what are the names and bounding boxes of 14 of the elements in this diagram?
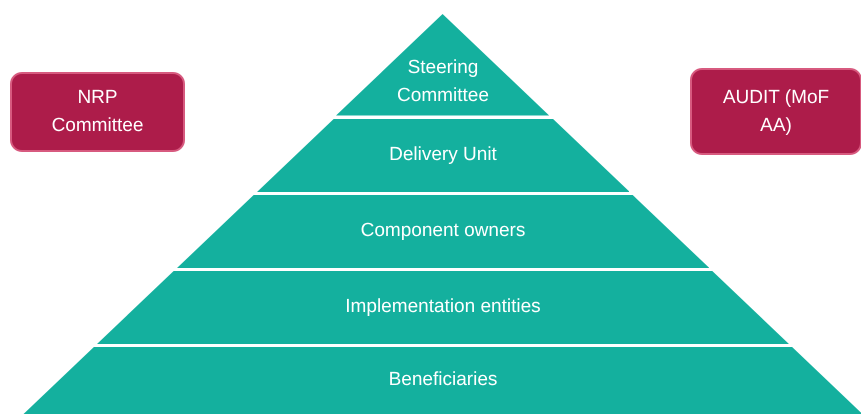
node-label: Component owners xyxy=(360,219,526,243)
node-label: Beneficiaries xyxy=(388,368,498,392)
committee-box xyxy=(10,72,185,152)
pyramid-tier xyxy=(176,194,710,268)
committee-box xyxy=(690,68,861,155)
node-label: Delivery Unit xyxy=(388,143,498,167)
node-label: AUDIT (MoF AA) xyxy=(722,86,830,138)
node-label: NRP Committee xyxy=(50,86,144,138)
node-label: Steering Committee xyxy=(396,56,490,108)
pyramid-tier xyxy=(256,118,630,192)
pyramid-apex xyxy=(336,14,550,116)
node-label: Implementation entities xyxy=(344,295,542,319)
pyramid-tier xyxy=(23,346,861,414)
pyramid-tier xyxy=(97,270,789,344)
